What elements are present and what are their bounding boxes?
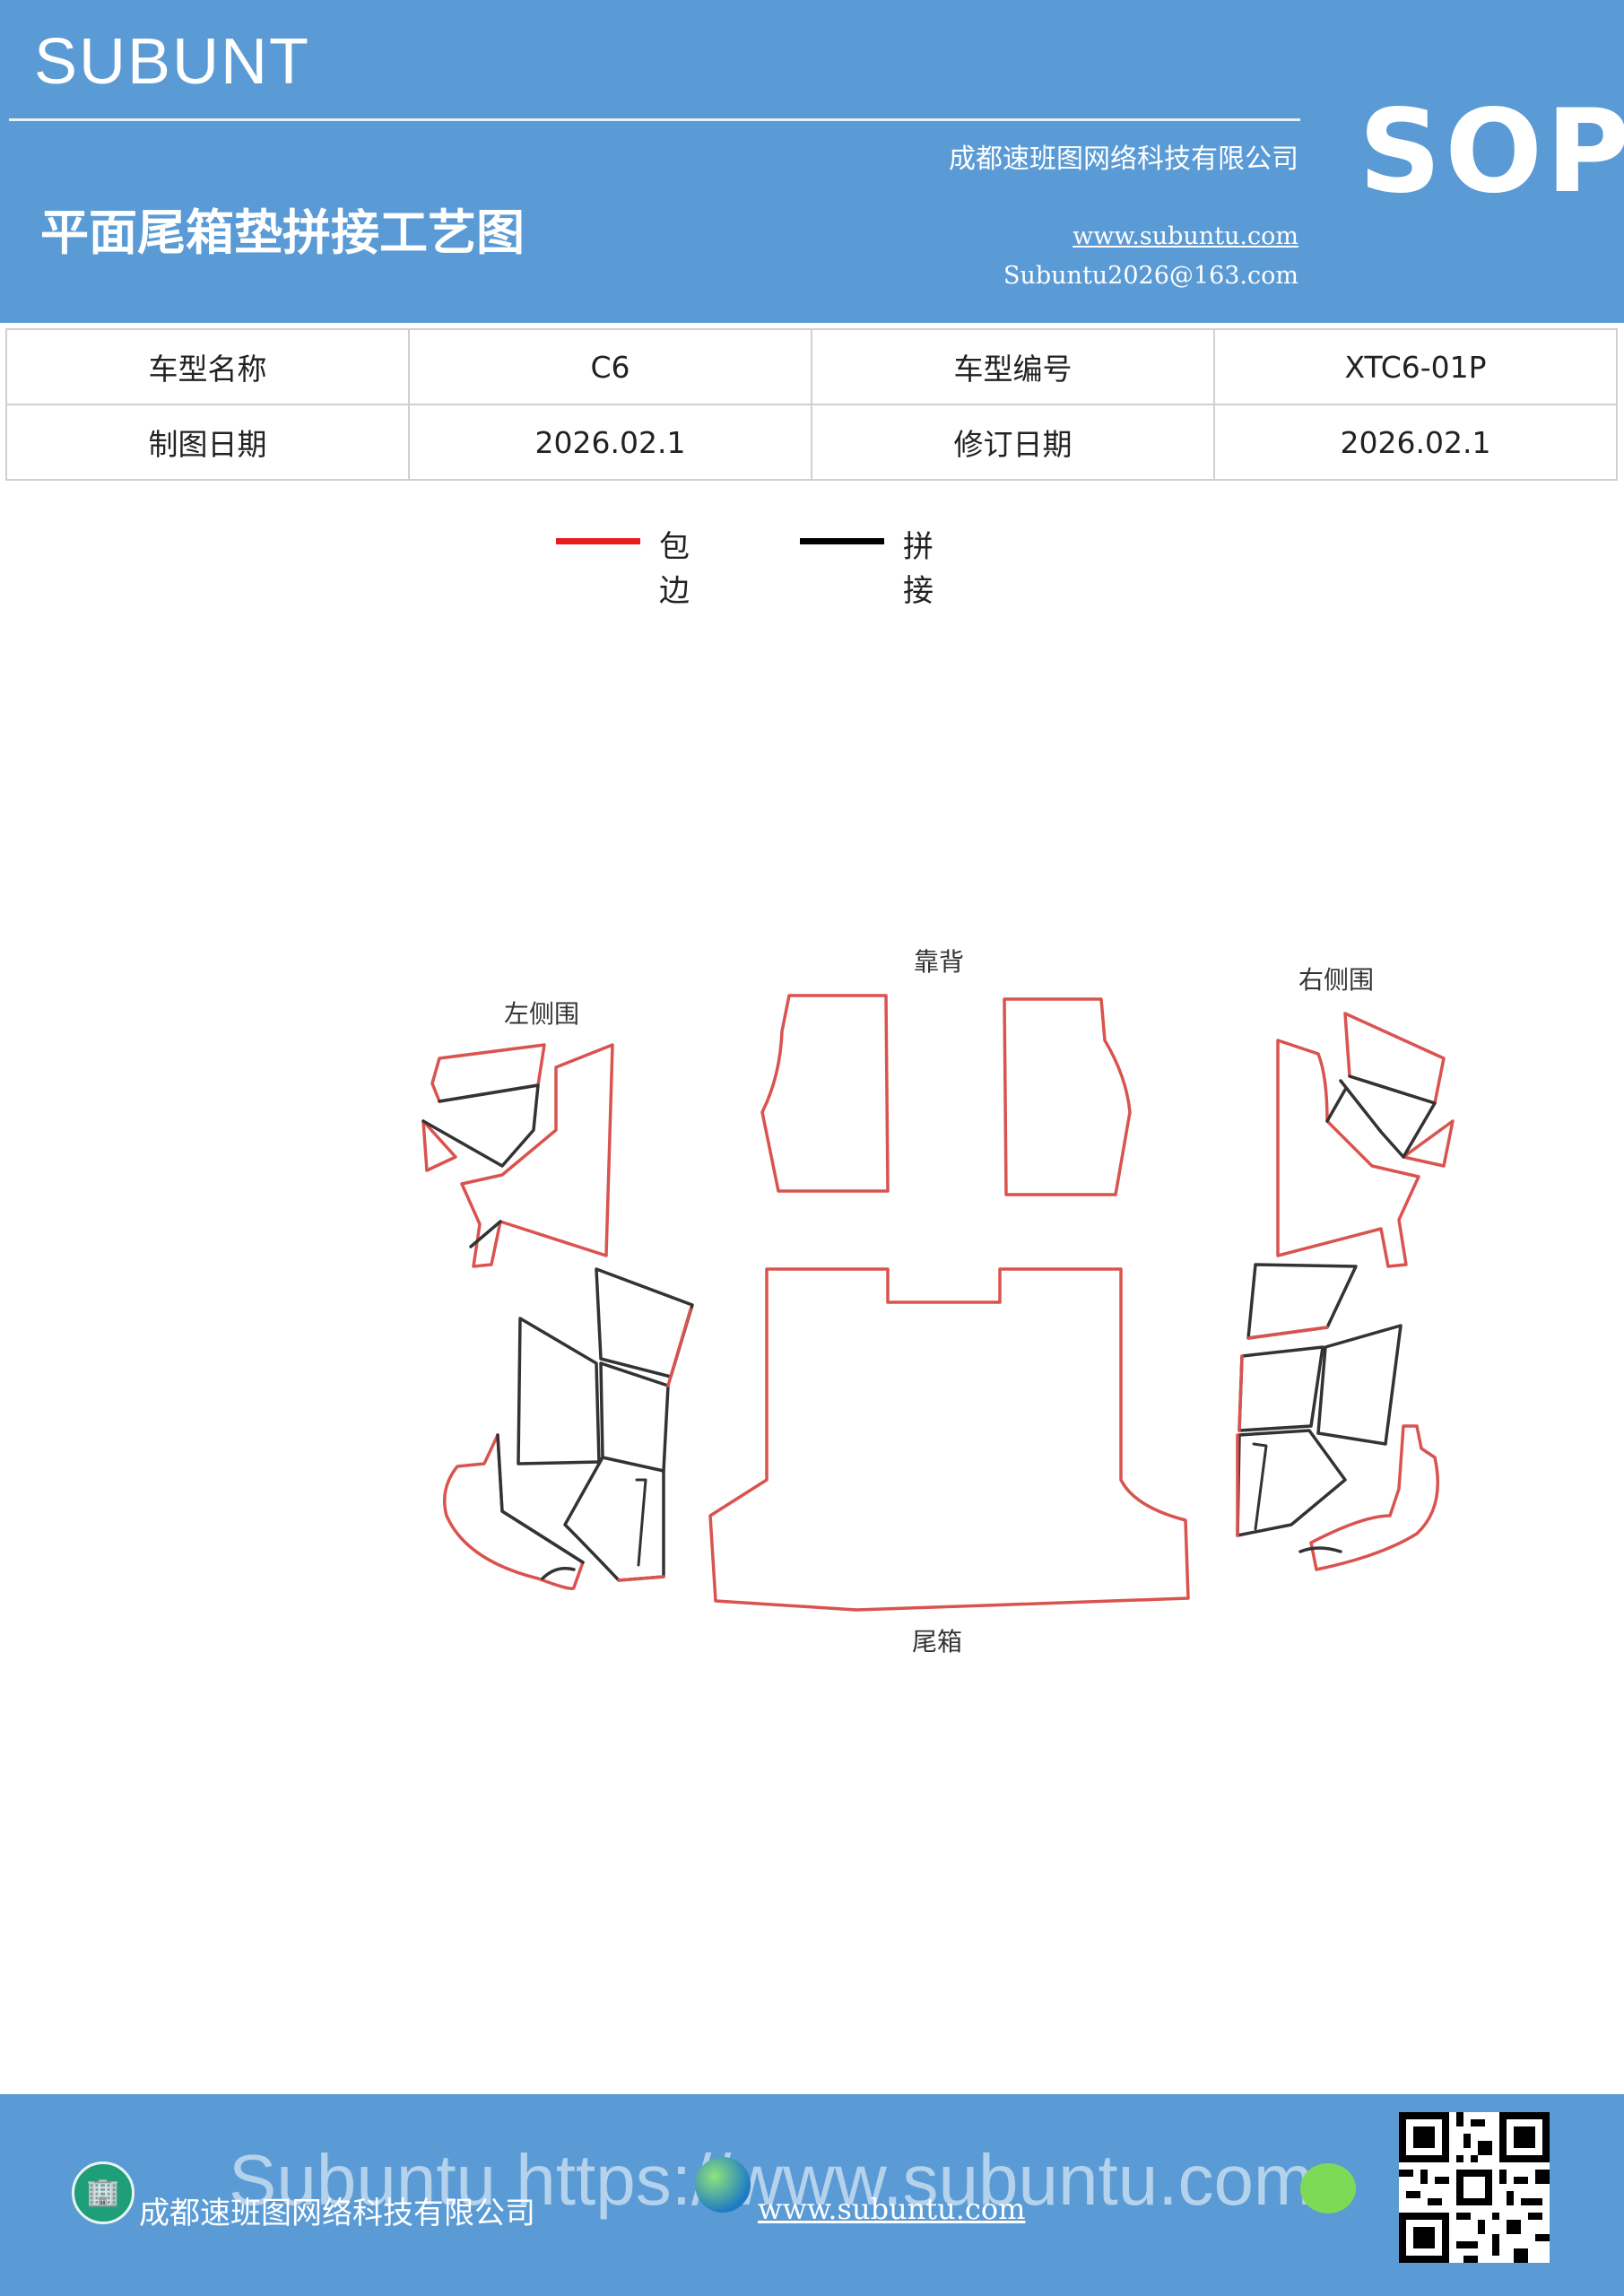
building-icon: 🏢 [72,2161,135,2224]
label-model-name: 车型名称 [5,328,410,405]
table-row: 制图日期 2026.02.1 修订日期 2026.02.1 [5,404,1618,481]
footer-watermark: Subuntu https://www.subuntu.com [229,2140,1314,2220]
legend-edge-swatch [556,538,640,544]
right-side-panel [1236,1012,1455,1571]
value-model-name: C6 [408,328,812,405]
label-left-side: 左侧围 [504,999,579,1029]
header-banner [0,0,1624,323]
value-model-code: XTC6-01P [1213,328,1618,405]
globe-icon [695,2157,751,2213]
footer-company-name: 成都速班图网络科技有限公司 [139,2196,535,2231]
qr-code [1399,2112,1550,2263]
label-revise-date: 修订日期 [811,404,1215,481]
value-draw-date: 2026.02.1 [408,404,812,481]
vehicle-info-table: 车型名称 C6 车型编号 XTC6-01P 制图日期 2026.02.1 修订日… [5,328,1618,481]
contact-email[interactable]: Subuntu2026@163.com [1003,262,1298,290]
label-trunk: 尾箱 [912,1627,962,1657]
brand-logo-text: SUBUNT [34,26,311,98]
label-draw-date: 制图日期 [5,404,410,481]
backrest-right-piece [1003,997,1132,1196]
left-side-panel [421,1043,694,1590]
trunk-floor-piece [708,1267,1190,1612]
label-backrest: 靠背 [914,947,964,977]
legend-seam-swatch [800,538,884,544]
website-link[interactable]: www.subuntu.com [1073,222,1298,250]
legend-seam-label: 拼接 [903,529,934,609]
label-right-side: 右侧围 [1298,965,1374,995]
company-name: 成都速班图网络科技有限公司 [949,144,1298,175]
document-title: 平面尾箱垫拼接工艺图 [40,204,525,261]
table-row: 车型名称 C6 车型编号 XTC6-01P [5,328,1618,405]
label-model-code: 车型编号 [811,328,1215,405]
wechat-icon [1300,2163,1356,2213]
sop-mark: SOP [1359,85,1624,219]
legend-edge-label: 包边 [659,529,690,609]
value-revise-date: 2026.02.1 [1213,404,1618,481]
footer-website-link[interactable]: www.subuntu.com [758,2192,1026,2226]
backrest-left-piece [760,994,890,1193]
header-divider [9,118,1300,121]
